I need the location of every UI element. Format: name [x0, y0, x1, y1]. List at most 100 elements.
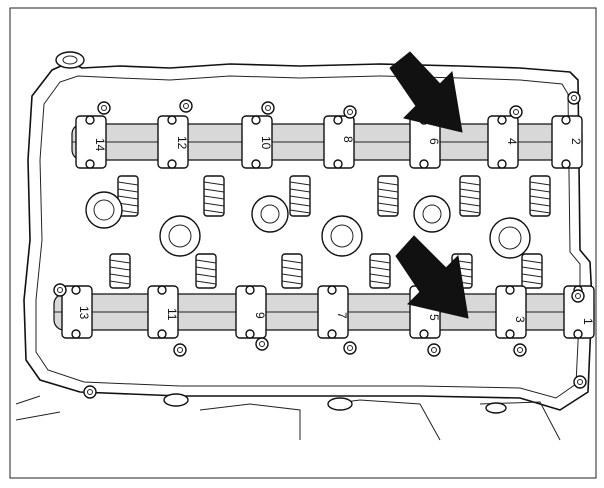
upper-bearing-caps [75, 115, 583, 169]
cap-bolt [245, 285, 255, 295]
spring-coil [203, 202, 225, 207]
spring-coil [203, 181, 225, 186]
cap-bolt [71, 329, 81, 339]
spring-coil [289, 202, 311, 207]
spring-coil [281, 273, 303, 278]
spring-coil [521, 280, 543, 285]
spring-coil [459, 188, 481, 193]
cam-label-lower: 13 [77, 306, 91, 320]
cam-label-lower: 1 [581, 318, 595, 325]
spring-coil [203, 209, 225, 214]
spring-coil [203, 195, 225, 200]
spring-coil [117, 181, 139, 186]
head-bolt [509, 105, 523, 119]
cap-bolt [497, 115, 507, 125]
head-bolt [179, 99, 193, 113]
cap-bolt [71, 285, 81, 295]
head-bolt [343, 105, 357, 119]
cam-label-upper: 10 [259, 136, 273, 150]
spring-coil [459, 209, 481, 214]
head-bolt [567, 91, 581, 105]
spring-coil [281, 266, 303, 271]
spring-coil [109, 280, 131, 285]
spring-coil [377, 188, 399, 193]
cap-bolt [573, 329, 583, 339]
cylinder-head-outline [23, 61, 593, 411]
cap-bolt [157, 285, 167, 295]
cap-bolt [327, 285, 337, 295]
cap-bolt [419, 159, 429, 169]
cap-bolt [157, 329, 167, 339]
block-base [15, 393, 561, 441]
spring-coil [195, 273, 217, 278]
cap-bolt [419, 329, 429, 339]
head-bolt [255, 337, 269, 351]
bolt-center [517, 347, 523, 353]
head-bolt [343, 341, 357, 355]
cap-bolt [251, 115, 261, 125]
spring-coil [529, 209, 551, 214]
cam-label-lower: 5 [427, 314, 441, 321]
spring-coil [529, 188, 551, 193]
cap-bolt [333, 115, 343, 125]
spring-coil [195, 259, 217, 264]
bolt-center [101, 105, 107, 111]
bolt-center [347, 345, 353, 351]
cap-bolt [251, 159, 261, 169]
upper-cam-labels: 14 12 10 8 6 4 2 [93, 136, 583, 152]
spring-coil [459, 202, 481, 207]
bolt-center [87, 389, 93, 395]
spring-coil [289, 195, 311, 200]
spring-coil [109, 273, 131, 278]
bolt-center [259, 341, 265, 347]
cap-bolt [505, 285, 515, 295]
spring-coil [289, 188, 311, 193]
bolt-center [347, 109, 353, 115]
head-bolt [53, 283, 67, 297]
filler-boss [55, 51, 85, 69]
spring-coil [459, 181, 481, 186]
head-bolt [427, 343, 441, 357]
cap-bolt [497, 159, 507, 169]
lower-cam-labels: 13 11 9 7 5 3 1 [77, 306, 595, 325]
cam-label-upper: 12 [175, 136, 189, 150]
spring-coil [369, 280, 391, 285]
cap-bolt [85, 115, 95, 125]
spring-coil [109, 259, 131, 264]
spring-coil [281, 259, 303, 264]
spring-coil [289, 181, 311, 186]
bolt-center [183, 103, 189, 109]
spring-coil [521, 266, 543, 271]
cam-label-upper: 4 [505, 138, 519, 145]
spring-coil [529, 195, 551, 200]
spring-coil [377, 181, 399, 186]
spring-coil [369, 259, 391, 264]
spring-coil [377, 195, 399, 200]
head-bolt [571, 289, 585, 303]
spring-coil [529, 202, 551, 207]
arrow-icon [395, 235, 469, 319]
cam-label-lower: 11 [165, 308, 179, 321]
cam-label-upper: 8 [341, 136, 355, 143]
head-bolt [513, 343, 527, 357]
cam-label-lower: 3 [513, 316, 527, 323]
spring-coil [369, 266, 391, 271]
bolt-center [571, 95, 577, 101]
inner-gasket-line [35, 75, 581, 399]
head-bolt [97, 101, 111, 115]
bolt-center [431, 347, 437, 353]
spring-coil [369, 273, 391, 278]
spring-coil [529, 181, 551, 186]
spark-plug-wells [85, 191, 531, 259]
indicator-arrows [389, 51, 469, 319]
cap-bolt [561, 159, 571, 169]
bolt-center [177, 347, 183, 353]
bolt-center [575, 293, 581, 299]
head-bolt [573, 375, 587, 389]
cam-label-upper: 14 [93, 138, 107, 152]
cap-bolt [245, 329, 255, 339]
spring-coil [521, 259, 543, 264]
cap-bolt [85, 159, 95, 169]
